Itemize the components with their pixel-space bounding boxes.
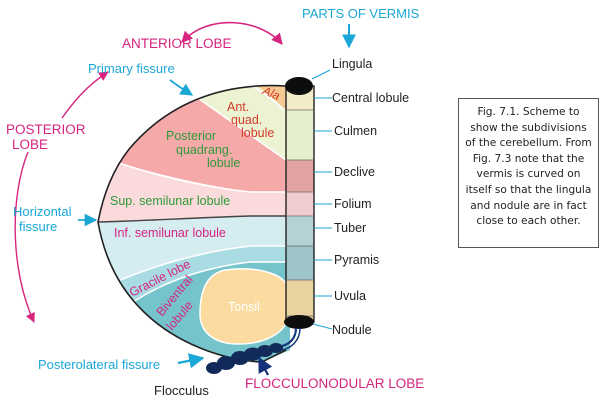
vermis-label-uvula: Uvula — [334, 289, 366, 303]
vermis-leaders — [311, 69, 333, 330]
flocculonodular-lobe-label: FLOCCULONODULAR LOBE — [245, 376, 424, 391]
vermis-declive — [286, 160, 314, 192]
ant-quad-label-1: Ant. — [227, 100, 249, 114]
post-quad-label-1: Posterior — [166, 129, 216, 143]
ant-quad-label-2: quad. — [231, 113, 262, 127]
vermis-label-lingula: Lingula — [332, 57, 372, 71]
horizontal-fissure-line — [97, 215, 286, 223]
posterior-lobe-down-arrow — [14, 151, 35, 323]
vermis-column — [284, 77, 315, 329]
fissure-lines — [109, 80, 287, 305]
ala-label: Ala — [260, 83, 283, 103]
sup-semilunar-region — [98, 160, 290, 222]
sup-semilunar-label: Sup. semilunar lobule — [110, 194, 230, 208]
inf-semilunar-region — [98, 216, 290, 280]
primary-fissure-arrow — [169, 79, 194, 96]
caption-line: Fig. 7.1. Scheme to — [477, 106, 580, 118]
vermis-label-central-lobule: Central lobule — [332, 91, 409, 105]
vermis-culmen — [286, 110, 314, 160]
caption-line: show the subdivisions — [470, 121, 587, 134]
inf-semilunar-label: Inf. semilunar lobule — [114, 226, 226, 240]
vermis-folium — [286, 192, 314, 216]
horizontal-fissure-label-2: fissure — [19, 219, 57, 234]
vermis-label-nodule: Nodule — [332, 323, 372, 337]
figure-caption: Fig. 7.1. Scheme to show the subdivision… — [458, 98, 599, 248]
anterior-lobe-label: ANTERIOR LOBE — [122, 36, 232, 51]
horizontal-fissure-label-1: Horizontal — [13, 204, 72, 219]
caption-line: vermis is curved on — [476, 168, 581, 181]
posterior-lobe-label-2: LOBE — [12, 137, 48, 152]
caption-line: of the cerebellum. From — [465, 137, 592, 150]
flocculonodular-arrow — [258, 356, 273, 376]
post-quad-label-3: lobule — [207, 156, 240, 170]
flocculus-blob — [206, 343, 283, 374]
caption-line: itself so that the lingula — [465, 183, 592, 196]
tonsil-label: Tonsil — [228, 300, 260, 314]
vermis-label-declive: Declive — [334, 165, 375, 179]
lingula-knob — [285, 77, 313, 95]
posterior-lobe-label-1: POSTERIOR — [6, 122, 86, 137]
flocculus-peduncle — [281, 327, 298, 348]
vermis-label-culmen: Culmen — [334, 124, 377, 138]
vermis-label-tuber: Tuber — [334, 221, 366, 235]
hemisphere-outline — [97, 84, 287, 363]
caption-line: and nodule are in fact — [470, 199, 587, 212]
parts-of-vermis-label: PARTS OF VERMIS — [302, 6, 420, 21]
vermis-pyramis — [286, 246, 314, 280]
vermis-label-pyramis: Pyramis — [334, 253, 379, 267]
anterior-lobe-arrow — [181, 21, 283, 45]
posterolateral-fissure-label: Posterolateral fissure — [38, 357, 160, 372]
posterior-lobe-up-arrow — [61, 71, 109, 119]
nodule-knob — [284, 315, 314, 329]
primary-fissure-label: Primary fissure — [88, 61, 175, 76]
ant-quad-region — [195, 85, 290, 160]
vermis-label-folium: Folium — [334, 197, 372, 211]
caption-line: Fig. 7.3 note that the — [472, 152, 585, 165]
caption-line: close to each other. — [476, 215, 581, 228]
tonsil-region — [199, 268, 289, 345]
vermis-uvula — [286, 280, 314, 316]
ant-quad-label-3: lobule — [241, 126, 274, 140]
flocculus-label: Flocculus — [154, 383, 209, 398]
post-quad-label-2: quadrang. — [176, 143, 232, 157]
flocculus-peduncle-2 — [281, 327, 301, 351]
vermis-tuber — [286, 216, 314, 246]
posterolateral-fissure-arrow — [177, 353, 205, 369]
